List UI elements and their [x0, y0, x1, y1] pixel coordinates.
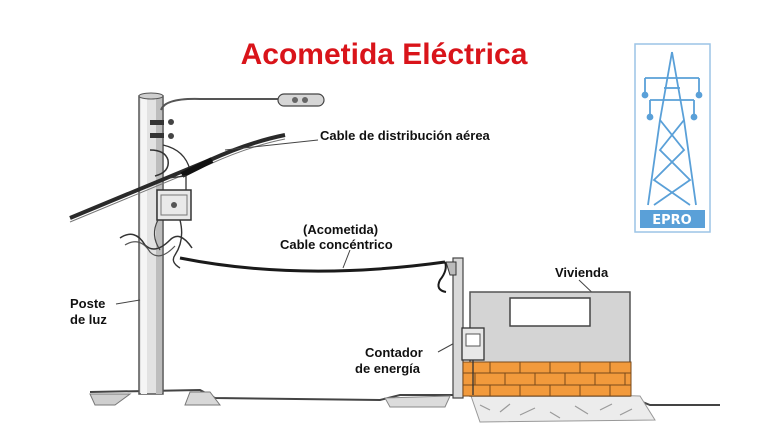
diagram-title: Acometida Eléctrica — [240, 38, 528, 71]
energy-meter — [461, 327, 485, 395]
pole-junction-box — [156, 175, 192, 221]
street-lamp — [160, 93, 325, 111]
logo-text: EPRO — [652, 213, 691, 228]
label-dwelling: Vivienda — [555, 265, 609, 280]
label-meter-line1: Contador — [365, 345, 423, 360]
pole-conductors — [119, 219, 193, 269]
distribution-cable — [69, 133, 286, 223]
brick-wall — [462, 361, 632, 397]
label-pole-line1: Poste — [70, 296, 106, 311]
label-service-drop-line1: (Acometida) — [303, 222, 379, 237]
house-mast — [445, 257, 464, 399]
label-distribution-cable: Cable de distribución aérea — [320, 128, 490, 143]
label-pole-line2: de luz — [70, 312, 107, 327]
ground — [89, 388, 720, 423]
label-meter-line2: de energía — [355, 361, 421, 376]
house — [462, 291, 632, 397]
service-drop-cable — [179, 256, 447, 293]
epro-logo: EPRO — [634, 43, 711, 233]
label-service-drop-line2: Cable concéntrico — [280, 237, 393, 252]
transmission-tower-icon — [641, 51, 703, 206]
